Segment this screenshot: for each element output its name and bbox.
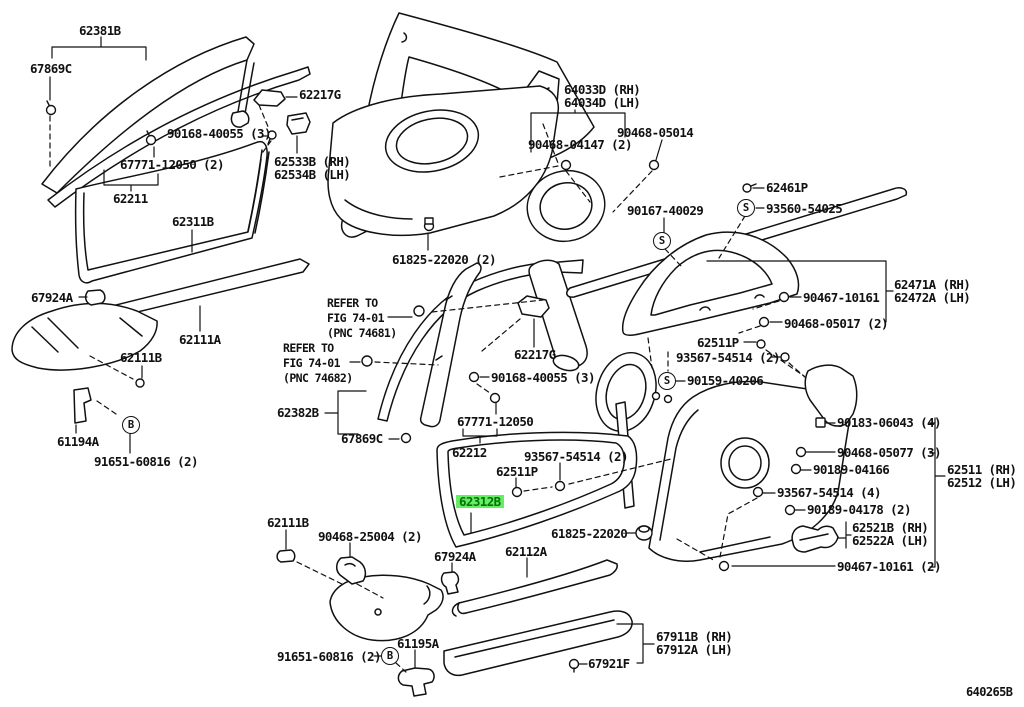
part-label-67921f[interactable]: 67921F (588, 656, 630, 671)
part-label-62511-rh[interactable]: 62511 (RH) (947, 462, 1017, 477)
part-label-61194a[interactable]: 61194A (57, 434, 99, 449)
part-label-93560-54025[interactable]: 93560-54025 (766, 201, 843, 216)
part-label-62311b[interactable]: 62311B (172, 214, 214, 229)
part-label-62533b-rh[interactable]: 62533B (RH) (274, 154, 351, 169)
part-label-90189-04166[interactable]: 90189-04166 (813, 462, 890, 477)
part-label-93567-54514-2[interactable]: 93567-54514 (2) (524, 449, 628, 464)
part-label-93567-54514-2[interactable]: 93567-54514 (2) (676, 350, 780, 365)
part-label-62112a[interactable]: 62112A (505, 544, 547, 559)
circle-marker-s: S (737, 199, 755, 217)
part-label-91651-60816-2[interactable]: 91651-60816 (2) (94, 454, 198, 469)
note-label-fig-74-01: FIG 74-01 (327, 311, 385, 325)
part-label-61825-22020[interactable]: 61825-22020 (551, 526, 628, 541)
part-label-90183-06043-4[interactable]: 90183-06043 (4) (837, 415, 941, 430)
part-label-67869c[interactable]: 67869C (341, 431, 383, 446)
part-label-67771-12050-2[interactable]: 67771-12050 (2) (120, 157, 224, 172)
part-label-90168-40055-3[interactable]: 90168-40055 (3) (167, 126, 271, 141)
note-label-pnc-74682: (PNC 74682) (283, 371, 353, 385)
circle-marker-s: S (658, 372, 676, 390)
part-label-62111b[interactable]: 62111B (120, 350, 162, 365)
circle-marker-b: B (122, 416, 140, 434)
note-label-fig-74-01: FIG 74-01 (283, 356, 341, 370)
part-label-67771-12050[interactable]: 67771-12050 (457, 414, 534, 429)
part-label-67924a[interactable]: 67924A (434, 549, 476, 564)
part-label-62471a-rh[interactable]: 62471A (RH) (894, 277, 971, 292)
part-label-61195a[interactable]: 61195A (397, 636, 439, 651)
part-label-90189-04178-2[interactable]: 90189-04178 (2) (807, 502, 911, 517)
part-label-62522a-lh[interactable]: 62522A (LH) (852, 533, 929, 548)
part-label-67869c[interactable]: 67869C (30, 61, 72, 76)
part-label-62217g[interactable]: 62217G (514, 347, 556, 362)
note-label-refer-to: REFER TO (283, 341, 334, 355)
part-label-62382b[interactable]: 62382B (277, 405, 319, 420)
part-label-90167-40029[interactable]: 90167-40029 (627, 203, 704, 218)
part-label-62111b[interactable]: 62111B (267, 515, 309, 530)
part-label-90468-05077-3[interactable]: 90468-05077 (3) (837, 445, 941, 460)
part-label-67924a[interactable]: 67924A (31, 290, 73, 305)
part-label-62461p[interactable]: 62461P (766, 180, 808, 195)
part-label-62217g[interactable]: 62217G (299, 87, 341, 102)
part-label-62512-lh[interactable]: 62512 (LH) (947, 475, 1017, 490)
part-label-64034d-lh[interactable]: 64034D (LH) (564, 95, 641, 110)
part-label-62534b-lh[interactable]: 62534B (LH) (274, 167, 351, 182)
circle-marker-b: B (381, 647, 399, 665)
part-label-62472a-lh[interactable]: 62472A (LH) (894, 290, 971, 305)
part-label-90467-10161[interactable]: 90467-10161 (803, 290, 880, 305)
part-label-93567-54514-4[interactable]: 93567-54514 (4) (777, 485, 881, 500)
part-label-62211[interactable]: 62211 (113, 191, 148, 206)
part-label-90468-04147-2[interactable]: 90468-04147 (2) (528, 137, 632, 152)
part-label-90159-40206[interactable]: 90159-40206 (687, 373, 764, 388)
part-label-90168-40055-3[interactable]: 90168-40055 (3) (491, 370, 595, 385)
part-label-62212[interactable]: 62212 (452, 445, 487, 460)
note-label-refer-to: REFER TO (327, 296, 378, 310)
circle-marker-s: S (653, 232, 671, 250)
part-label-67912a-lh[interactable]: 67912A (LH) (656, 642, 733, 657)
part-label-64033d-rh[interactable]: 64033D (RH) (564, 82, 641, 97)
part-label-62511p[interactable]: 62511P (697, 335, 739, 350)
part-label-62511p[interactable]: 62511P (496, 464, 538, 479)
part-label-67911b-rh[interactable]: 67911B (RH) (656, 629, 733, 644)
part-label-61825-22020-2[interactable]: 61825-22020 (2) (392, 252, 496, 267)
part-label-62111a[interactable]: 62111A (179, 332, 221, 347)
part-label-62381b[interactable]: 62381B (79, 23, 121, 38)
part-label-62521b-rh[interactable]: 62521B (RH) (852, 520, 929, 535)
part-label-90468-05017-2[interactable]: 90468-05017 (2) (784, 316, 888, 331)
part-label-90467-10161-2[interactable]: 90467-10161 (2) (837, 559, 941, 574)
part-label-62312b[interactable]: 62312B (456, 495, 504, 508)
part-label-90468-05014[interactable]: 90468-05014 (617, 125, 694, 140)
note-label-pnc-74681: (PNC 74681) (327, 326, 397, 340)
code-label-640265b: 640265B (966, 685, 1013, 699)
part-label-91651-60816-2[interactable]: 91651-60816 (2) (277, 649, 381, 664)
part-label-90468-25004-2[interactable]: 90468-25004 (2) (318, 529, 422, 544)
